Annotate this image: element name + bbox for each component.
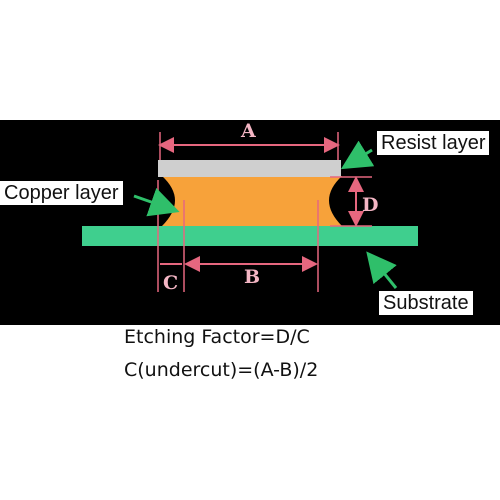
dimension-c-label: C [163, 272, 179, 294]
dimension-d-label: D [362, 194, 379, 216]
copper-leader-arrow [133, 187, 180, 217]
dimension-a-label: A [241, 120, 256, 142]
substrate-layer [82, 226, 418, 246]
resist-layer-label: Resist layer [377, 131, 490, 155]
dimension-b-label: B [244, 266, 261, 288]
etching-factor-formula: Etching Factor=D/C [124, 326, 310, 348]
substrate-label: Substrate [379, 291, 473, 315]
resist-leader-arrow [340, 140, 375, 170]
copper-layer [162, 176, 342, 226]
resist-layer [158, 160, 341, 177]
copper-layer-label: Copper layer [0, 181, 123, 205]
undercut-formula: C(undercut)=(A-B)/2 [124, 359, 319, 381]
substrate-leader-arrow [366, 251, 398, 289]
